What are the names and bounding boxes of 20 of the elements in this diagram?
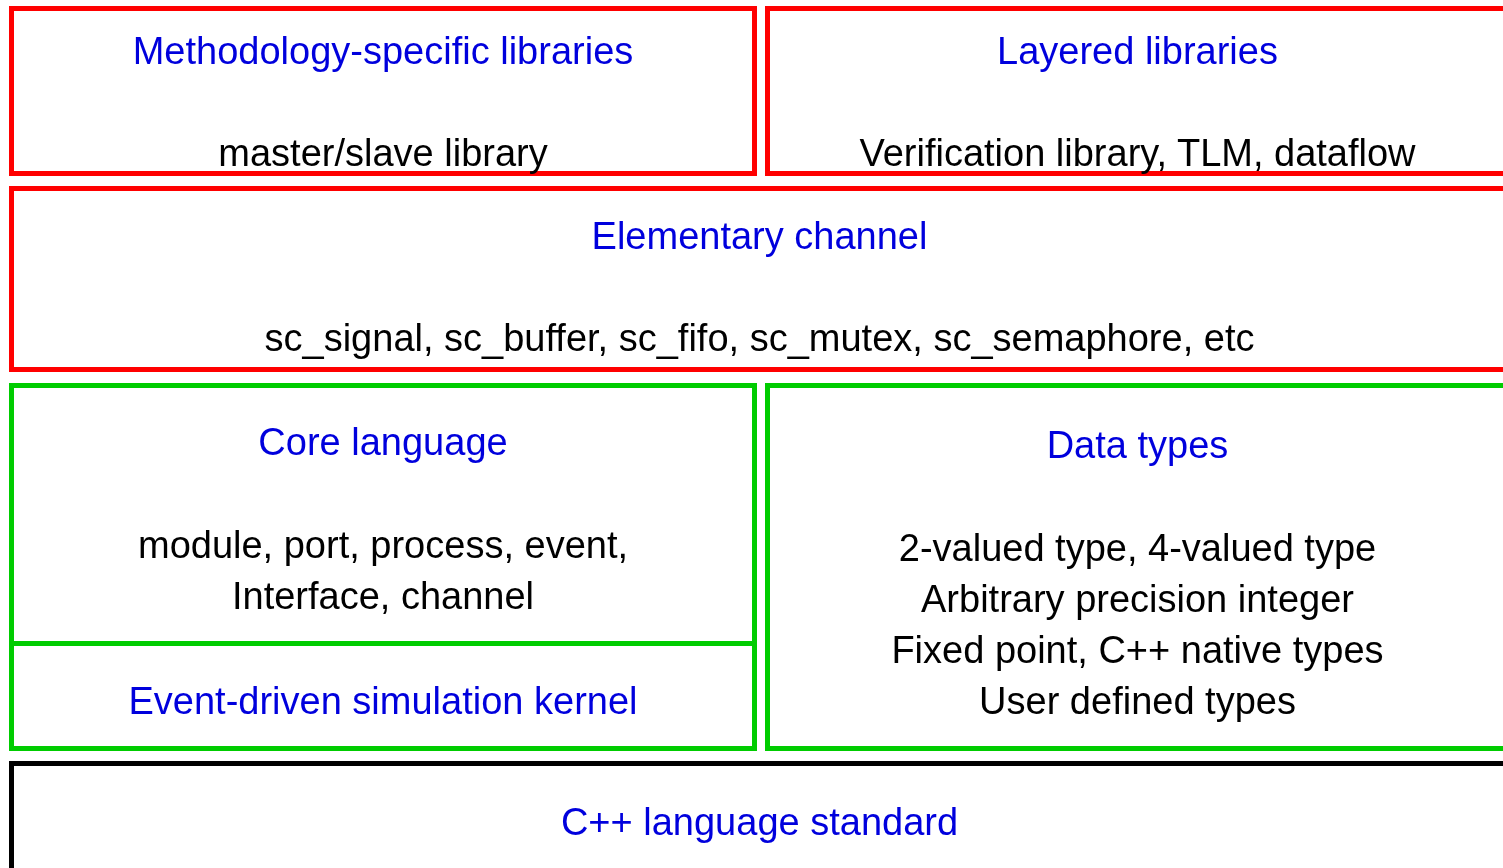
layer-heading: Data types — [1046, 423, 1229, 468]
layer-description: master/slave library — [218, 131, 548, 176]
layer-box — [765, 6, 1503, 176]
layer-description: module, port, process, event, Interface, channel — [137, 523, 629, 619]
layer-description: sc_signal, sc_buffer, sc_fifo, sc_mutex, sc_semaphore, etc — [264, 316, 1255, 361]
layer-description: Fixed point, C++ native types — [891, 628, 1384, 673]
layer-heading: Event-driven simulation kernel — [128, 679, 638, 724]
layer-heading: Core language — [258, 420, 508, 465]
layer-description: Arbitrary precision integer — [921, 577, 1354, 622]
layer-description: User defined types — [979, 679, 1296, 724]
layer-description: 2-valued type, 4-valued type — [898, 526, 1377, 571]
layer-box — [9, 186, 1503, 372]
layer-heading: C++ language standard — [560, 800, 959, 845]
layer-heading: Methodology-specific libraries — [132, 29, 634, 74]
layer-box — [765, 383, 1503, 751]
layer-description: Verification library, TLM, dataflow — [859, 131, 1416, 176]
layer-box — [9, 6, 757, 176]
layer-heading: Layered libraries — [997, 29, 1278, 74]
layer-heading: Elementary channel — [591, 214, 928, 259]
layer-box — [9, 761, 1503, 868]
